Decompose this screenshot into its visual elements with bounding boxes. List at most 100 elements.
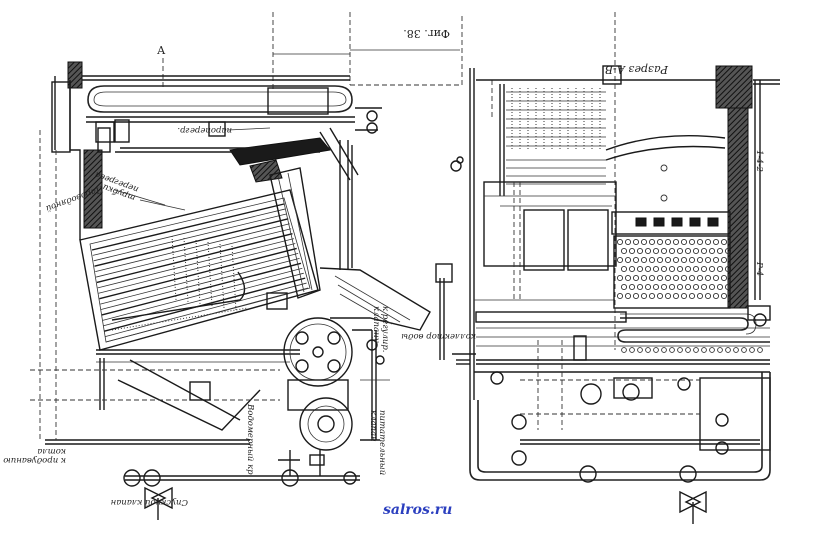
manifold-hole xyxy=(741,347,747,353)
tube-line xyxy=(93,213,287,262)
grid-hole xyxy=(704,292,712,300)
tube-line xyxy=(97,238,294,289)
grid-hole xyxy=(720,274,728,282)
grid-hole xyxy=(704,238,712,246)
grid-hole xyxy=(712,292,720,300)
grid-hole xyxy=(632,274,640,282)
grid-hole xyxy=(656,256,664,264)
grid-hole xyxy=(656,292,664,300)
manifold-hole xyxy=(757,347,763,353)
grid-hole xyxy=(696,238,704,246)
grid-hole xyxy=(696,256,704,264)
grid-hole xyxy=(660,283,668,291)
left-callout-label: к регулир.клапану xyxy=(371,306,390,353)
manifold-hole xyxy=(645,347,651,353)
manifold-hole xyxy=(709,347,715,353)
grid-hole xyxy=(620,283,628,291)
grid-hole xyxy=(688,238,696,246)
figure-number-label: Фиг. 38. xyxy=(403,27,450,40)
stay-line xyxy=(195,239,201,305)
tube-line xyxy=(101,262,302,316)
baffle-line xyxy=(111,307,249,331)
manifold-hole xyxy=(749,347,755,353)
callout-line: котла xyxy=(37,446,66,456)
grid-hole xyxy=(640,238,648,246)
right-callout-label: 1-4-2 xyxy=(754,150,764,172)
grid-hole xyxy=(656,274,664,282)
tube-line xyxy=(92,208,286,256)
manifold-hole xyxy=(733,347,739,353)
grid-hole xyxy=(700,283,708,291)
stay-line xyxy=(207,241,213,307)
grid-hole xyxy=(716,247,724,255)
grid-hole xyxy=(644,247,652,255)
grid-hole xyxy=(616,292,624,300)
tube-line xyxy=(95,223,290,273)
grid-hole xyxy=(712,274,720,282)
callout-line: к продуванию xyxy=(3,455,66,465)
grid-hole xyxy=(652,265,660,273)
right-view-cross-section xyxy=(435,12,780,524)
grid-hole xyxy=(648,256,656,264)
grid-hole xyxy=(624,274,632,282)
grid-hole xyxy=(720,256,728,264)
grid-hole xyxy=(680,292,688,300)
grid-hole xyxy=(684,247,692,255)
grid-hole xyxy=(696,292,704,300)
grid-hole xyxy=(648,274,656,282)
grid-hole xyxy=(664,256,672,264)
manifold-hole xyxy=(669,347,675,353)
callout-line: Спускной клапан xyxy=(111,497,188,507)
tube-line xyxy=(105,282,307,337)
left-view-tube-bank xyxy=(91,203,309,343)
right-view-hole-grid xyxy=(616,238,732,300)
stay-line xyxy=(219,243,225,309)
tube-line xyxy=(96,232,293,284)
grid-hole xyxy=(640,292,648,300)
right-callout-label: Р-4 xyxy=(754,261,764,276)
watermark-text: salros.ru xyxy=(383,502,452,518)
grid-hole xyxy=(632,238,640,246)
manifold-hole xyxy=(725,347,731,353)
left-callout-label: пароперегр. xyxy=(177,125,232,135)
grid-hole xyxy=(632,256,640,264)
manifold-hole xyxy=(677,347,683,353)
tube-line xyxy=(96,228,292,278)
grid-hole xyxy=(624,238,632,246)
grid-hole xyxy=(616,256,624,264)
grid-hole xyxy=(704,274,712,282)
callout-line: пароперегр. xyxy=(177,125,232,135)
grid-hole xyxy=(664,292,672,300)
grid-hole xyxy=(628,247,636,255)
callout-line: клапану xyxy=(371,306,381,343)
grid-hole xyxy=(668,265,676,273)
grid-hole xyxy=(700,265,708,273)
grid-hole xyxy=(672,292,680,300)
grid-hole xyxy=(720,238,728,246)
grid-hole xyxy=(628,265,636,273)
grid-hole xyxy=(652,247,660,255)
grid-hole xyxy=(636,265,644,273)
grid-hole xyxy=(708,265,716,273)
grid-hole xyxy=(668,247,676,255)
grid-hole xyxy=(644,283,652,291)
grid-hole xyxy=(656,238,664,246)
baffle-line xyxy=(111,271,246,321)
manifold-hole xyxy=(685,347,691,353)
grid-hole xyxy=(704,256,712,264)
callout-line: клапан xyxy=(368,410,378,442)
grid-hole xyxy=(696,274,704,282)
tube-line xyxy=(103,272,304,327)
grid-hole xyxy=(664,274,672,282)
grid-hole xyxy=(680,238,688,246)
grid-hole xyxy=(688,256,696,264)
tube-line xyxy=(102,267,303,321)
grid-hole xyxy=(720,292,728,300)
grid-hole xyxy=(616,238,624,246)
grid-hole xyxy=(624,292,632,300)
grid-hole xyxy=(692,247,700,255)
grid-hole xyxy=(676,283,684,291)
grid-hole xyxy=(640,274,648,282)
